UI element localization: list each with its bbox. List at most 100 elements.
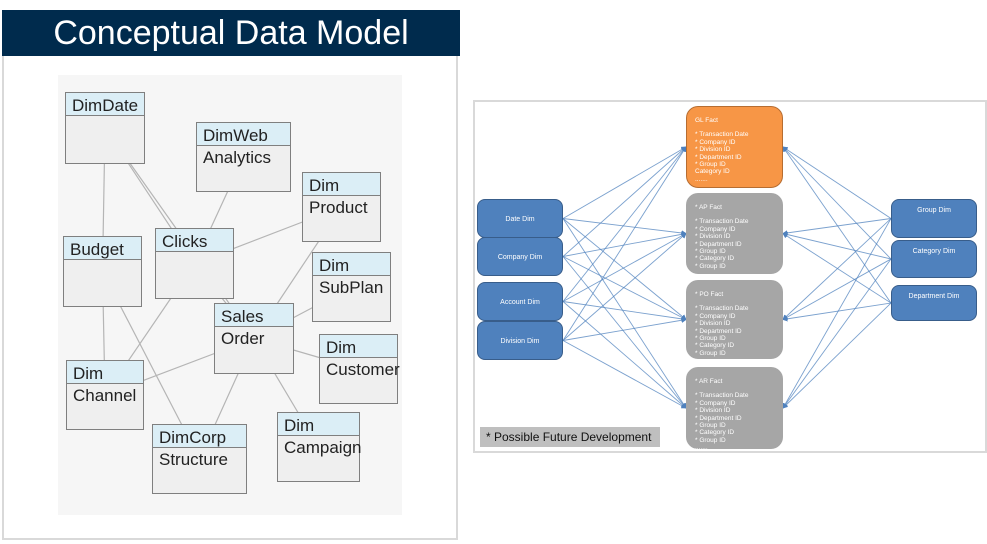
right-dimension-box: Department Dim xyxy=(891,285,977,321)
entity-body: Campaign xyxy=(284,438,362,457)
left-dimension-box: Division Dim xyxy=(477,321,563,360)
dimension-label: Date Dim xyxy=(505,216,535,223)
fact-field: * Department ID xyxy=(695,240,742,248)
entity-header: Budget xyxy=(64,237,141,260)
entity-clicks: Clicks xyxy=(155,228,234,299)
connector-line xyxy=(562,317,687,341)
connector-line xyxy=(562,256,687,409)
fact-field: * Group ID xyxy=(695,262,726,270)
entity-body: Structure xyxy=(159,450,228,469)
fact-field: ....... xyxy=(695,270,708,278)
connector-line xyxy=(782,258,892,409)
fact-title: GL Fact xyxy=(695,117,718,124)
connector-line xyxy=(562,218,687,321)
fact-field: * Company ID xyxy=(695,225,736,233)
fact-field: * Company ID xyxy=(695,399,736,407)
left-dimension-box: Account Dim xyxy=(477,282,563,321)
future-development-note: * Possible Future Development xyxy=(480,427,660,447)
right-dimension-box: Group Dim xyxy=(891,199,977,238)
fact-field: * Division ID xyxy=(695,233,731,241)
connector-line xyxy=(782,302,892,322)
entity-body: Customer xyxy=(326,360,400,379)
right-dimension-box: Category Dim xyxy=(891,240,977,278)
connector-line xyxy=(562,232,687,341)
connector-line xyxy=(562,146,687,302)
connector-lines xyxy=(562,146,892,409)
conceptual-model-panel xyxy=(2,10,458,540)
fact-field: * Category ID xyxy=(695,342,735,350)
entity-header: DimDate xyxy=(66,93,144,116)
fact-field: * Group ID xyxy=(695,349,726,357)
fact-field: * Department ID xyxy=(695,153,742,161)
fact-field: * Department ID xyxy=(695,327,742,335)
entity-header: Dim xyxy=(303,173,380,196)
connector-line xyxy=(562,340,687,409)
fact-title: * AP Fact xyxy=(695,204,722,211)
connector-line xyxy=(562,146,687,341)
fact-field: * Group ID xyxy=(695,436,726,444)
left-dimension-box: Date Dim xyxy=(477,199,563,238)
page-title: Conceptual Data Model xyxy=(2,10,460,56)
dimension-label: Category Dim xyxy=(912,248,956,255)
entity-body: Channel xyxy=(73,386,137,405)
fact-field: * Department ID xyxy=(695,414,742,422)
dimension-label: Company Dim xyxy=(497,254,543,261)
entity-dimdate: DimDate xyxy=(65,92,145,164)
fact-field: * Transaction Date xyxy=(695,392,749,400)
fact-field: * Company ID xyxy=(695,312,736,320)
fact-field: ....... xyxy=(695,444,708,452)
entity-body: SubPlan xyxy=(319,278,384,297)
entity-header: DimWeb xyxy=(197,123,290,146)
connector-line xyxy=(782,233,892,304)
connector-line xyxy=(782,218,892,409)
entity-header: Dim xyxy=(278,413,359,436)
connector-line xyxy=(562,231,687,257)
fact-field: * Division ID xyxy=(695,146,731,154)
entity-body: Order xyxy=(221,329,265,348)
fact-field: * Transaction Date xyxy=(695,305,749,313)
entity-header: Sales xyxy=(215,304,293,327)
connector-line xyxy=(562,256,687,320)
connector-line xyxy=(782,302,892,409)
fact-box: * PO Fact* Transaction Date* Company ID*… xyxy=(686,280,783,359)
entity-header: Dim xyxy=(320,335,397,358)
connector-line xyxy=(562,218,687,236)
fact-field: ....... xyxy=(695,175,708,183)
connector-line xyxy=(562,146,687,257)
entity-header: Clicks xyxy=(156,229,233,252)
fact-field: * Transaction Date xyxy=(695,131,749,139)
dimension-label: Department Dim xyxy=(908,293,960,300)
fact-field: * Group ID xyxy=(695,161,726,169)
entity-header: DimCorp xyxy=(153,425,246,448)
connector-line xyxy=(562,218,687,409)
fact-field: * Transaction Date xyxy=(695,218,749,226)
entity-header: Dim xyxy=(67,361,143,384)
entity-body: Product xyxy=(309,198,368,217)
entity-body: Analytics xyxy=(203,148,272,167)
connector-line xyxy=(782,146,892,304)
fact-box: * AR Fact* Transaction Date* Company ID*… xyxy=(686,367,783,452)
entity-header: Dim xyxy=(313,253,390,276)
left-dimension-box: Company Dim xyxy=(477,237,563,276)
fact-field: * Group ID xyxy=(695,335,726,343)
fact-field: * Group ID xyxy=(695,248,726,256)
fact-field: Category ID xyxy=(695,168,730,176)
fact-field: * Category ID xyxy=(695,255,735,263)
dimension-label: Account Dim xyxy=(500,299,540,306)
fact-field: * Division ID xyxy=(695,320,731,328)
fact-field: * Company ID xyxy=(695,138,736,146)
entity-budget: Budget xyxy=(63,236,142,307)
fact-field: * Group ID xyxy=(695,422,726,430)
connector-line xyxy=(782,146,892,260)
fact-title: * PO Fact xyxy=(695,291,724,298)
dimension-label: Division Dim xyxy=(500,338,540,345)
